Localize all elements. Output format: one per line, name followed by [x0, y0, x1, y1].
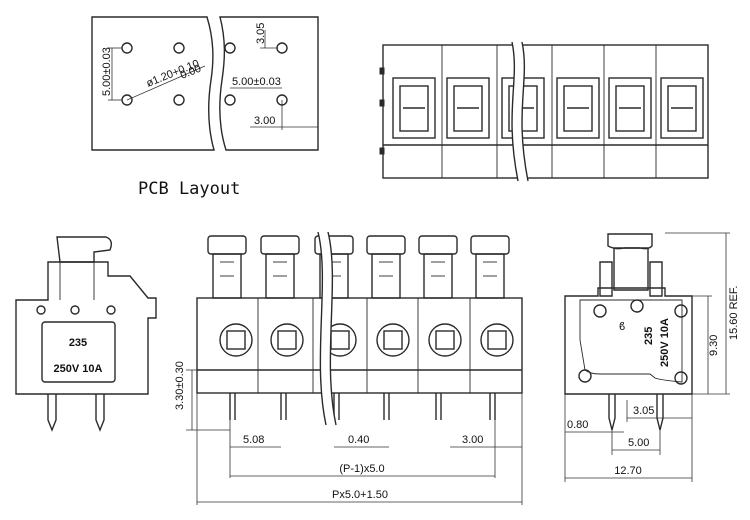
left-side-view: 235 250V 10A: [15, 236, 157, 432]
front-dim-pitch-total: (P-1)x5.0: [339, 463, 384, 475]
front-opening: [428, 323, 462, 357]
right-side-view: ϐ 235 250V 10A 15.60 REF. 9.30 3.05 0.80…: [564, 232, 740, 482]
certification-mark-icon: ϐ: [619, 321, 625, 333]
front-body: [196, 297, 523, 394]
pcb-board-left: [91, 16, 215, 151]
right-dim-pin-spacing: 3.05: [633, 405, 654, 417]
right-lever-cap: [607, 233, 653, 250]
top-view: [379, 41, 709, 182]
front-pin: [280, 393, 287, 420]
top-cell: [556, 77, 600, 139]
pcb-layout-view: 5.00±0.03 ø1.20+0.10 0.00 3.05 5.00±0.03…: [91, 16, 319, 199]
right-part-number: 235: [643, 327, 655, 345]
front-opening: [376, 323, 410, 357]
break-line: [511, 41, 519, 182]
front-lever: [314, 235, 354, 299]
top-tab: [379, 99, 385, 107]
pcb-hole: [173, 94, 185, 106]
right-rivet: [578, 369, 592, 383]
left-rivet: [36, 305, 46, 315]
front-pin: [489, 393, 496, 420]
top-cell: [660, 77, 704, 139]
left-pin: [47, 394, 57, 432]
pcb-hole: [276, 42, 288, 54]
break-line: [327, 231, 337, 426]
left-lever: [56, 236, 113, 263]
front-opening: [270, 323, 304, 357]
top-tab: [379, 67, 385, 75]
top-cell: [608, 77, 652, 139]
left-pin: [95, 394, 105, 432]
right-dim-ref: 15.60 REF.: [728, 286, 740, 340]
pcb-dim-offset: 3.05: [255, 23, 267, 44]
right-lever-side: [649, 261, 663, 297]
pcb-hole: [224, 94, 236, 106]
left-rating: 250V 10A: [54, 363, 103, 375]
right-lever: [613, 247, 649, 291]
top-body: [382, 44, 709, 179]
front-dim-overall: Px5.0+1.50: [332, 489, 388, 501]
right-rating: 250V 10A: [659, 318, 671, 367]
top-tab: [379, 147, 385, 155]
right-dim-body: 9.30: [708, 335, 720, 356]
left-rivet: [106, 305, 116, 315]
pcb-layout-title: PCB Layout: [138, 179, 240, 199]
front-lever: [260, 235, 300, 299]
pcb-hole: [173, 42, 185, 54]
right-pin: [656, 394, 664, 431]
right-rivet: [674, 371, 688, 385]
right-body: [564, 287, 693, 395]
top-cell: [446, 77, 490, 139]
front-dim-height: 3.30±0.30: [174, 361, 186, 410]
front-pin: [383, 393, 390, 420]
pcb-hole: [224, 42, 236, 54]
right-dim-pin-w: 0.80: [567, 419, 588, 431]
right-lever-side: [599, 261, 613, 297]
front-lever: [418, 235, 458, 299]
front-opening: [219, 323, 253, 357]
front-dim-pin-width: 0.40: [348, 434, 369, 446]
front-opening: [480, 323, 514, 357]
break-line: [317, 231, 327, 426]
front-pin: [435, 393, 442, 420]
front-lever: [470, 235, 510, 299]
left-body: [15, 261, 157, 395]
left-part-number: 235: [69, 337, 87, 349]
right-rivet: [593, 304, 607, 318]
pcb-dim-pitch-v: 5.00±0.03: [101, 47, 113, 96]
break-line: [521, 41, 529, 182]
leader-line: [126, 65, 206, 101]
right-rivet: [674, 304, 688, 318]
front-lever: [366, 235, 406, 299]
front-dim-pin-offset: 5.08: [243, 434, 264, 446]
top-cell: [392, 77, 436, 139]
left-label-plate: [41, 321, 116, 383]
right-pin: [608, 394, 616, 431]
front-lever: [207, 235, 247, 299]
right-dim-width: 12.70: [614, 465, 642, 477]
left-rivet: [70, 305, 80, 315]
pcb-hole: [121, 42, 133, 54]
pcb-board-right: [219, 16, 319, 151]
pcb-dim-pitch-h: 5.00±0.03: [232, 76, 281, 88]
front-view: 3.30±0.30 5.08 0.40 3.00 (P-1)x5.0 Px5.0…: [174, 231, 523, 505]
right-dim-pin-pitch: 5.00: [628, 437, 649, 449]
right-rivet: [630, 299, 644, 313]
front-pin: [229, 393, 236, 420]
front-dim-edge: 3.00: [462, 434, 483, 446]
pcb-dim-edge: 3.00: [254, 115, 275, 127]
